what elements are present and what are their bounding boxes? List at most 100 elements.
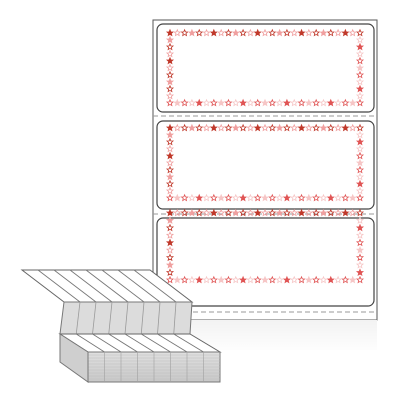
star-icon xyxy=(202,28,211,37)
star-icon xyxy=(304,208,313,217)
fold-divider-line xyxy=(92,333,122,353)
star-icon xyxy=(165,91,175,100)
star-icon xyxy=(334,208,343,217)
top-fold-panel xyxy=(20,269,194,303)
star-icon xyxy=(231,193,240,202)
star-icon xyxy=(239,28,248,37)
star-icon xyxy=(355,186,365,195)
star-icon xyxy=(268,275,277,284)
star-icon xyxy=(224,98,233,107)
star-icon xyxy=(165,245,175,254)
fold-divider-line xyxy=(53,269,97,303)
star-icon xyxy=(290,208,299,217)
star-icon xyxy=(326,208,335,217)
star-icon xyxy=(348,275,357,284)
star-icon xyxy=(282,193,291,202)
star-icon xyxy=(326,193,335,202)
fold-divider-line xyxy=(133,269,177,303)
star-icon xyxy=(334,123,343,132)
star-icon xyxy=(355,172,365,181)
star-icon xyxy=(355,91,365,100)
star-icon xyxy=(355,42,365,51)
star-icon xyxy=(290,275,299,284)
fold-divider-line xyxy=(124,333,155,353)
label-3 xyxy=(156,217,375,307)
star-icon xyxy=(180,28,189,37)
star-icon xyxy=(326,123,335,132)
star-icon xyxy=(209,28,218,37)
star-icon xyxy=(282,275,291,284)
star-icon xyxy=(334,98,343,107)
star-icon xyxy=(275,98,284,107)
star-icon xyxy=(355,238,365,247)
star-icon xyxy=(209,275,218,284)
star-icon xyxy=(260,98,270,107)
star-icon xyxy=(312,98,321,107)
star-icon xyxy=(268,208,277,217)
fold-divider-line xyxy=(69,269,113,303)
star-icon xyxy=(355,151,365,160)
star-icon xyxy=(355,231,365,239)
star-icon xyxy=(165,28,175,37)
star-icon xyxy=(173,275,182,284)
fold-divider-line xyxy=(173,301,177,335)
star-icon xyxy=(260,193,270,202)
star-icon xyxy=(282,98,291,107)
star-icon xyxy=(326,275,335,284)
star-icon xyxy=(355,28,365,37)
star-icon xyxy=(165,268,175,276)
star-icon xyxy=(165,158,175,167)
star-icon xyxy=(282,208,291,217)
star-icon xyxy=(173,123,182,132)
star-icon xyxy=(165,63,175,72)
fold-divider-line xyxy=(157,301,161,335)
star-icon xyxy=(355,49,365,58)
star-icon xyxy=(304,193,313,202)
star-icon xyxy=(297,98,306,107)
star-icon xyxy=(355,208,365,217)
star-icon xyxy=(165,137,175,146)
star-icon xyxy=(312,193,321,202)
star-icon xyxy=(355,70,365,79)
star-icon xyxy=(312,123,321,132)
star-icon xyxy=(253,208,262,217)
star-icon xyxy=(202,123,211,132)
star-icon xyxy=(275,208,284,217)
star-icon xyxy=(260,28,270,37)
star-icon xyxy=(268,28,277,37)
star-icon xyxy=(180,208,189,217)
fold-divider-line xyxy=(37,269,81,303)
star-icon xyxy=(297,193,306,202)
star-icon xyxy=(209,193,218,202)
star-icon xyxy=(355,130,365,139)
star-icon xyxy=(355,123,365,132)
star-icon xyxy=(187,208,196,217)
fold-divider-line xyxy=(173,333,204,353)
star-icon xyxy=(319,98,328,107)
star-icon xyxy=(165,49,175,58)
star-icon xyxy=(253,275,262,284)
star-icon xyxy=(195,98,204,107)
star-icon xyxy=(217,123,226,132)
star-icon xyxy=(195,275,204,284)
star-icon xyxy=(290,28,299,37)
star-icon xyxy=(355,137,365,146)
star-icon xyxy=(355,77,365,86)
star-icon xyxy=(217,208,226,217)
star-icon xyxy=(173,208,182,217)
star-icon xyxy=(355,216,365,224)
fold-divider-line xyxy=(75,301,81,335)
star-icon xyxy=(355,63,365,72)
star-icon xyxy=(231,123,240,132)
star-icon xyxy=(165,42,175,51)
star-icon xyxy=(239,208,248,217)
star-icon xyxy=(209,98,218,107)
star-icon xyxy=(224,123,233,132)
star-icon xyxy=(165,98,175,107)
star-icon xyxy=(304,28,313,37)
star-icon xyxy=(246,193,255,202)
star-icon xyxy=(195,28,204,37)
star-icon xyxy=(297,28,306,37)
star-icon xyxy=(355,144,365,153)
